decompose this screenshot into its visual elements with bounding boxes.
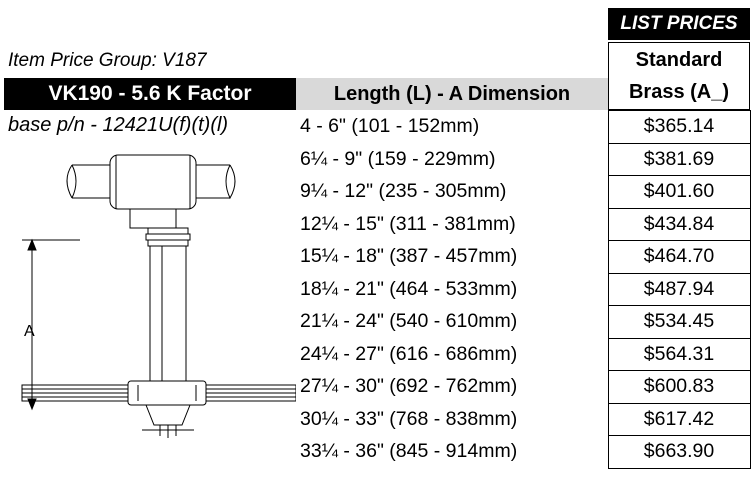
length-cell: 27¼ - 30" (692 - 762mm): [300, 375, 518, 398]
drop-tube: [149, 245, 187, 382]
table-row: 33¼ - 36" (845 - 914mm) $663.90: [296, 435, 751, 469]
list-prices-header: LIST PRICES: [608, 8, 750, 40]
price-cell: $600.83: [607, 370, 751, 404]
tee-fitting: [109, 154, 197, 210]
length-cell: 6¼ - 9" (159 - 229mm): [300, 147, 496, 170]
price-header-line2: Brass (A_): [628, 81, 730, 103]
model-title: VK190 - 5.6 K Factor: [4, 78, 296, 110]
length-cell: 30¼ - 33" (768 - 838mm): [300, 407, 518, 430]
length-cell: 18¼ - 21" (464 - 533mm): [300, 277, 518, 300]
table-row: 4 - 6" (101 - 152mm) $365.14: [296, 110, 751, 144]
escutcheon: [127, 380, 207, 406]
table-row: 27¼ - 30" (692 - 762mm) $600.83: [296, 370, 751, 404]
price-cell: $381.69: [607, 143, 751, 176]
length-cell: 21¼ - 24" (540 - 610mm): [300, 310, 518, 333]
table-row: 21¼ - 24" (540 - 610mm) $534.45: [296, 305, 751, 339]
pipe-right-end: [225, 164, 236, 200]
table-row: 6¼ - 9" (159 - 229mm) $381.69: [296, 143, 751, 176]
price-cell: $434.84: [607, 208, 751, 241]
price-cell: $564.31: [607, 338, 751, 371]
price-cell: $617.42: [607, 403, 751, 436]
price-cell: $534.45: [607, 305, 751, 339]
item-price-group: Item Price Group: V187: [8, 50, 207, 71]
table-row: 15¼ - 18" (387 - 457mm) $464.70: [296, 240, 751, 274]
price-cell: $663.90: [607, 435, 751, 469]
length-cell: 9¼ - 12" (235 - 305mm): [300, 180, 507, 203]
price-cell: $464.70: [607, 240, 751, 274]
price-cell: $365.14: [607, 110, 751, 144]
price-header-line1: Standard: [635, 49, 723, 71]
table-row: 12¼ - 15" (311 - 381mm) $434.84: [296, 208, 751, 241]
dimension-label: A: [24, 323, 35, 340]
table-row: 9¼ - 12" (235 - 305mm) $401.60: [296, 175, 751, 209]
sprinkler-drawing: A: [21, 154, 296, 438]
price-column-header: Standard Brass (A_): [608, 42, 750, 110]
length-cell: 15¼ - 18" (387 - 457mm): [300, 245, 518, 268]
sprinkler-head: [145, 404, 191, 426]
length-cell: 12¼ - 15" (311 - 381mm): [300, 212, 516, 235]
price-cell: $401.60: [607, 175, 751, 209]
pipe-left-end: [71, 164, 77, 199]
length-cell: 4 - 6" (101 - 152mm): [300, 115, 480, 138]
table-row: 24¼ - 27" (616 - 686mm) $564.31: [296, 338, 751, 371]
table-row: 30¼ - 33" (768 - 838mm) $617.42: [296, 403, 751, 436]
length-cell: 33¼ - 36" (845 - 914mm): [300, 440, 518, 463]
table-row: 18¼ - 21" (464 - 533mm) $487.94: [296, 273, 751, 306]
length-column-header: Length (L) - A Dimension: [296, 78, 608, 110]
pipe-body: [66, 164, 73, 199]
price-cell: $487.94: [607, 273, 751, 306]
base-part-number: base p/n - 12421U(f)(t)(l): [8, 114, 229, 136]
length-cell: 24¼ - 27" (616 - 686mm): [300, 342, 518, 365]
